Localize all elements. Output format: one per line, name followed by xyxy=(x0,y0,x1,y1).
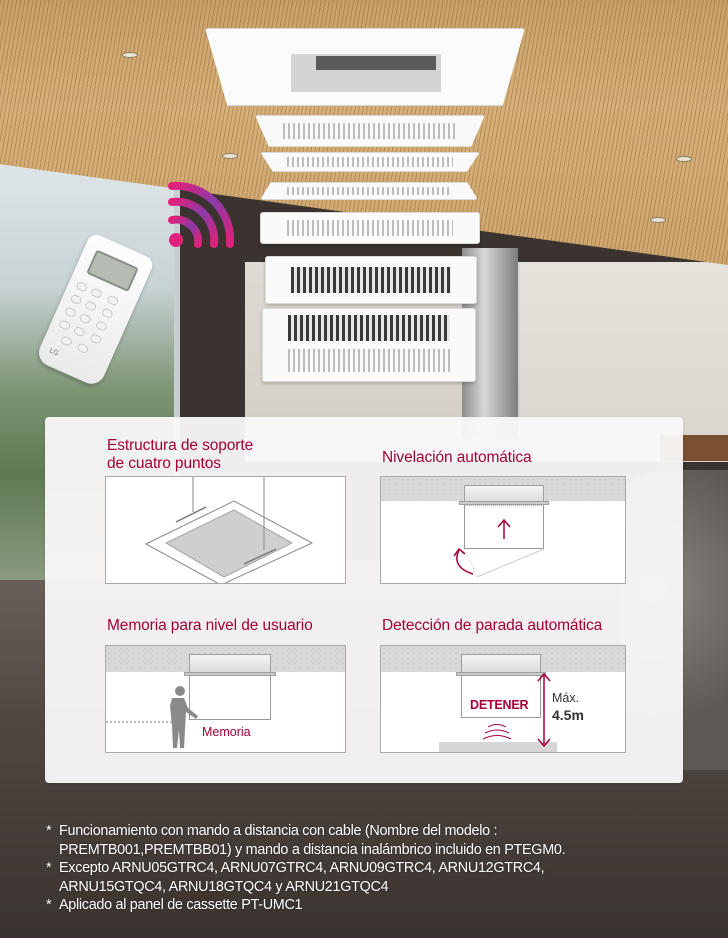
panel-layer-icon xyxy=(260,182,478,200)
max-value: 4.5m xyxy=(552,707,584,723)
diagram-auto-level xyxy=(380,476,626,584)
note-line: Excepto ARNU05GTRC4, ARNU07GTRC4, ARNU09… xyxy=(59,860,545,877)
ceiling-light-icon xyxy=(122,52,138,58)
unit-flange xyxy=(456,672,546,676)
floor-obstacle xyxy=(439,742,557,752)
panel-layer-icon xyxy=(265,256,477,304)
ceiling-light-icon xyxy=(650,217,666,223)
stop-label: DETENER xyxy=(470,698,529,712)
panel-lowered xyxy=(461,676,541,718)
max-label: Máx. xyxy=(552,691,580,705)
unit-flange xyxy=(459,501,549,505)
unit-fan-slot xyxy=(316,56,436,70)
bullet: * xyxy=(46,823,52,839)
panel-layer-icon xyxy=(260,152,480,172)
four-point-panel-icon xyxy=(144,477,314,583)
title-line-2: de cuatro puntos xyxy=(107,455,221,472)
remote-brand-logo: LG xyxy=(48,347,60,358)
feature-title-auto-level: Nivelación automática xyxy=(382,449,532,466)
note-line: Aplicado al panel de cassette PT-UMC1 xyxy=(59,897,303,914)
wifi-signal-icon xyxy=(168,181,235,248)
diagram-four-point-support xyxy=(105,476,346,584)
person-silhouette-icon xyxy=(106,686,198,748)
unit-flange xyxy=(184,672,276,676)
feature-title-auto-stop: Detección de parada automática xyxy=(382,617,603,634)
feature-title-four-point: Estructura de soporte de cuatro puntos xyxy=(107,437,253,473)
note-line: PREMTB001,PREMTBB01) y mando a distancia… xyxy=(59,841,566,858)
footnote-item: * Funcionamiento con mando a distancia c… xyxy=(46,822,706,859)
remote-display xyxy=(86,249,139,292)
feature-title-user-memory: Memoria para nivel de usuario xyxy=(107,617,313,634)
max-height-label: Máx. 4.5m xyxy=(552,690,584,725)
memory-label: Memoria xyxy=(202,725,251,739)
title-line-1: Estructura de soporte xyxy=(107,437,254,454)
panel-layer-icon xyxy=(262,308,476,382)
bullet: * xyxy=(46,897,52,914)
cassette-unit-icon xyxy=(205,28,525,106)
diagram-user-memory: Memoria xyxy=(105,645,346,753)
height-arrow-icon xyxy=(482,672,551,748)
panel-layer-icon xyxy=(260,212,480,244)
ceiling-light-icon xyxy=(676,156,692,162)
diagram-auto-stop: DETENER Máx. 4.5m xyxy=(380,645,626,753)
footnote-item: * Aplicado al panel de cassette PT-UMC1 xyxy=(46,896,706,915)
features-card: Estructura de soporte de cuatro puntos N… xyxy=(45,417,683,783)
bullet: * xyxy=(46,860,52,877)
level-arrows-icon xyxy=(453,518,545,578)
footnotes: * Funcionamiento con mando a distancia c… xyxy=(46,822,706,915)
footnote-item: * Excepto ARNU05GTRC4, ARNU07GTRC4, ARNU… xyxy=(46,859,706,896)
note-line: Funcionamiento con mando a distancia con… xyxy=(59,823,498,839)
panel-lowered xyxy=(189,676,271,720)
ceiling-light-icon xyxy=(222,153,238,159)
panel-layer-icon xyxy=(255,115,485,147)
note-line: ARNU15GTQC4, ARNU18GTQC4 y ARNU21GTQC4 xyxy=(59,878,389,895)
